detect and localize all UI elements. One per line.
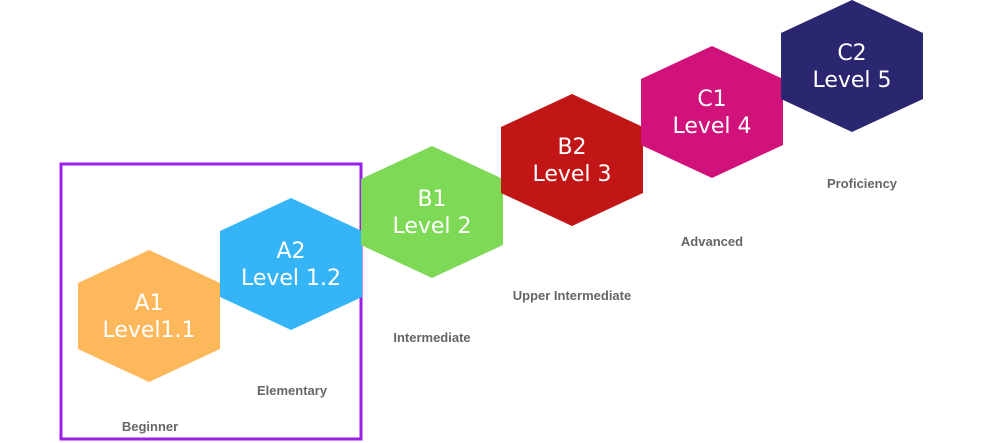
hexagon-b2 (501, 94, 643, 226)
highlight-box (59, 162, 363, 441)
level-caption-b1: Intermediate (393, 330, 470, 345)
level-code-c2: C2 (837, 41, 866, 66)
level-code-a2: A2 (276, 239, 305, 264)
hexagon-a2 (220, 198, 362, 330)
level-label-b2: Level 3 (532, 162, 611, 187)
level-code-c1: C1 (697, 87, 726, 112)
hexagon-c2 (781, 0, 923, 132)
level-code-b1: B1 (417, 187, 446, 212)
level-b2: B2 Level 3 Upper Intermediate (501, 94, 643, 303)
level-caption-b2: Upper Intermediate (513, 288, 631, 303)
level-caption-c1: Advanced (681, 234, 743, 249)
level-caption-a2: Elementary (257, 383, 328, 398)
level-c1: C1 Level 4 Advanced (641, 46, 783, 249)
hexagon-b1 (361, 146, 503, 278)
hexagon-a1 (78, 250, 220, 382)
level-caption-a1: Beginner (122, 419, 178, 434)
level-code-b2: B2 (557, 135, 586, 160)
level-b1: B1 Level 2 Intermediate (361, 146, 503, 345)
level-label-c2: Level 5 (812, 68, 891, 93)
level-a1: A1 Level1.1 Beginner (78, 250, 220, 434)
level-code-a1: A1 (134, 291, 163, 316)
level-c2: C2 Level 5 Proficiency (781, 0, 923, 191)
hexagon-c1 (641, 46, 783, 178)
level-caption-c2: Proficiency (827, 176, 898, 191)
level-label-a2: Level 1.2 (241, 266, 341, 291)
level-label-a1: Level1.1 (102, 318, 195, 343)
level-label-b1: Level 2 (392, 214, 471, 239)
level-a2: A2 Level 1.2 Elementary (220, 198, 362, 398)
level-label-c1: Level 4 (672, 114, 751, 139)
